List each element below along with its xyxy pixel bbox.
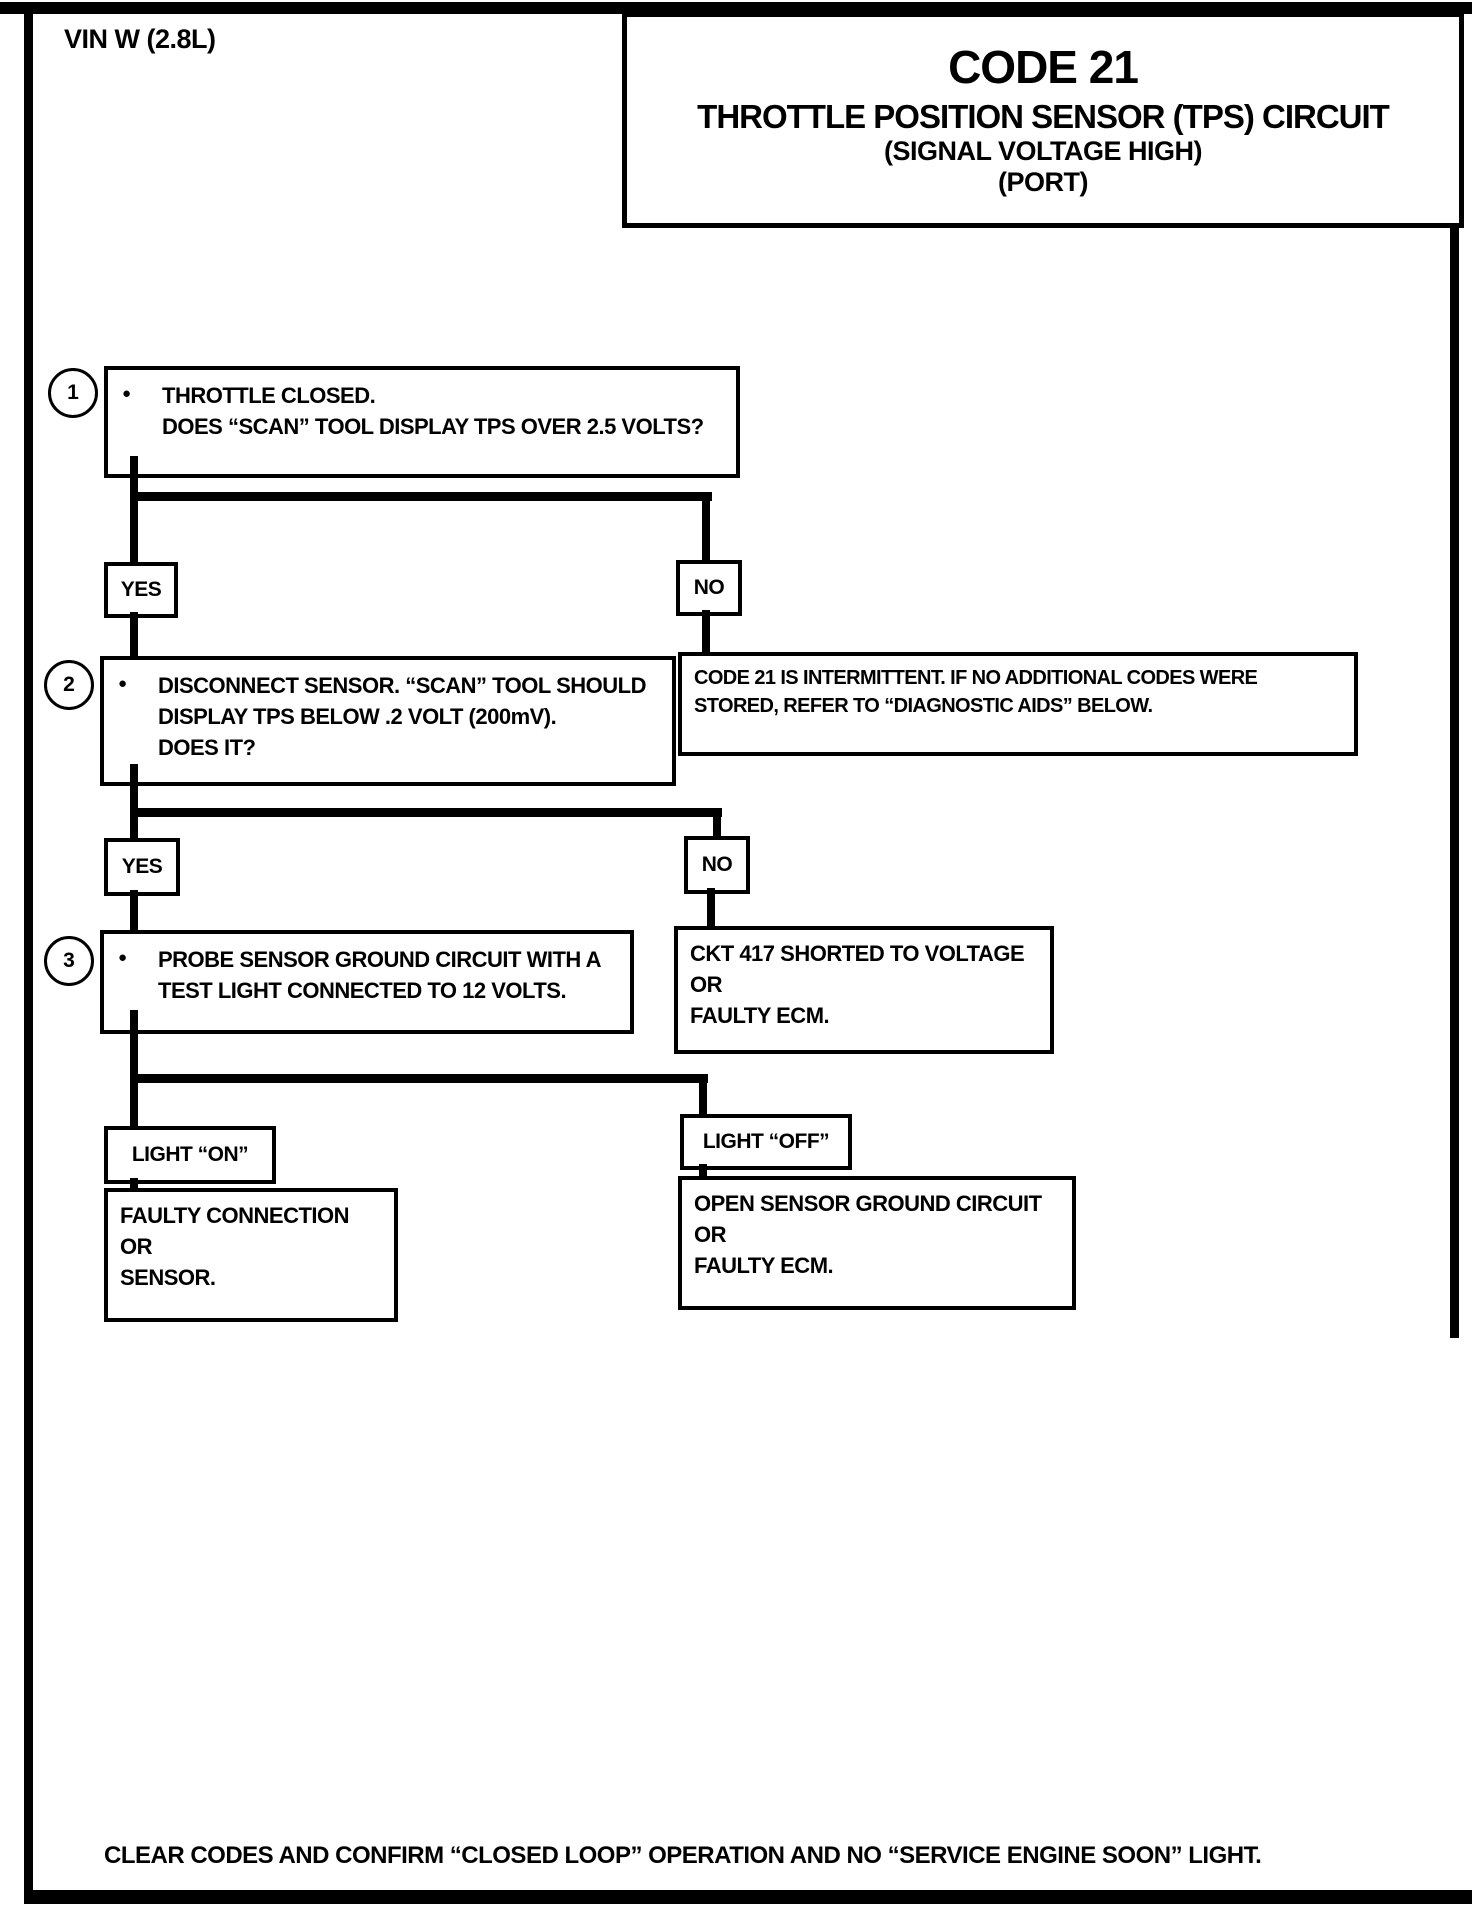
- faulty-connection-result-box: FAULTY CONNECTION OR SENSOR.: [104, 1188, 398, 1322]
- branch2-yes-box: YES: [104, 838, 180, 896]
- page-border-right: [1450, 2, 1459, 1338]
- connector-branch1-no-drop: [702, 492, 710, 562]
- connector-step1-stub: [130, 456, 138, 496]
- intermittent-text: CODE 21 IS INTERMITTENT. IF NO ADDITIONA…: [694, 664, 1348, 721]
- branch1-yes-label: YES: [120, 578, 162, 602]
- connector-step2-stub: [130, 764, 138, 812]
- faulty-connection-text: FAULTY CONNECTION OR SENSOR.: [120, 1200, 388, 1294]
- branch2-no-label: NO: [701, 853, 733, 877]
- ckt417-text: CKT 417 SHORTED TO VOLTAGE OR FAULTY ECM…: [690, 938, 1044, 1032]
- step-3-line-2: TEST LIGHT CONNECTED TO 12 VOLTS.: [158, 978, 567, 1004]
- connector-lightoff-to-result: [699, 1164, 707, 1178]
- step-3-text: PROBE SENSOR GROUND CIRCUIT WITH A TEST …: [158, 944, 601, 1022]
- title-box: CODE 21 THROTTLE POSITION SENSOR (TPS) C…: [622, 12, 1464, 228]
- step-2-line-1: DISCONNECT SENSOR. “SCAN” TOOL SHOULD: [158, 673, 646, 698]
- light-on-label: LIGHT “ON”: [131, 1143, 249, 1167]
- ckt417-line-1: CKT 417 SHORTED TO VOLTAGE: [690, 941, 1025, 966]
- intermittent-line-1: CODE 21 IS INTERMITTENT. IF NO ADDITIONA…: [694, 667, 1258, 689]
- connector-yes1-to-step2: [130, 612, 138, 658]
- ckt417-line-2: OR: [690, 972, 723, 998]
- step-2-line-3: DOES IT?: [158, 735, 256, 761]
- branch2-no-box: NO: [684, 836, 750, 894]
- ckt417-result-box: CKT 417 SHORTED TO VOLTAGE OR FAULTY ECM…: [674, 926, 1054, 1054]
- open-ground-line-2: OR: [694, 1222, 727, 1248]
- connector-branch3-off-drop: [699, 1074, 707, 1116]
- open-ground-line-3: FAULTY ECM.: [694, 1253, 834, 1279]
- connector-branch3-on-drop: [130, 1074, 138, 1128]
- connector-branch1-horizontal: [130, 492, 712, 501]
- step-2-number: 2: [63, 673, 75, 696]
- step-2-line-2: DISPLAY TPS BELOW .2 VOLT (200mV).: [158, 704, 557, 730]
- circuit-subtitle: THROTTLE POSITION SENSOR (TPS) CIRCUIT: [697, 98, 1390, 136]
- light-off-label: LIGHT “OFF”: [702, 1130, 830, 1154]
- intermittent-result-box: CODE 21 IS INTERMITTENT. IF NO ADDITIONA…: [678, 652, 1358, 756]
- step-3-number: 3: [63, 949, 75, 972]
- connector-branch2-yes-drop: [130, 808, 138, 840]
- connector-branch3-horizontal: [130, 1074, 708, 1083]
- intermittent-line-2: STORED, REFER TO “DIAGNOSTIC AIDS” BELOW…: [694, 695, 1153, 718]
- faulty-connection-line-1: FAULTY CONNECTION: [120, 1203, 350, 1228]
- bullet-icon: ●: [118, 675, 127, 692]
- step-1-line-2: DOES “SCAN” TOOL DISPLAY TPS OVER 2.5 VO…: [162, 414, 704, 440]
- page-border-bottom: [24, 1890, 1472, 1904]
- bullet-icon: ●: [122, 385, 131, 402]
- light-on-box: LIGHT “ON”: [104, 1126, 276, 1184]
- branch1-no-label: NO: [693, 576, 725, 600]
- signal-detail: (SIGNAL VOLTAGE HIGH): [884, 136, 1203, 167]
- step-1-line-1: THROTTLE CLOSED.: [162, 383, 376, 408]
- step-3-line-1: PROBE SENSOR GROUND CIRCUIT WITH A: [158, 947, 601, 972]
- branch1-no-box: NO: [676, 560, 742, 616]
- step-2-badge: 2: [44, 660, 94, 710]
- faulty-connection-line-3: SENSOR.: [120, 1265, 216, 1291]
- page-border-top: [0, 2, 1472, 14]
- step-3-box: ● PROBE SENSOR GROUND CIRCUIT WITH A TES…: [100, 930, 634, 1034]
- connector-branch2-no-drop: [713, 808, 721, 838]
- step-1-text: THROTTLE CLOSED. DOES “SCAN” TOOL DISPLA…: [162, 380, 704, 466]
- step-2-box: ● DISCONNECT SENSOR. “SCAN” TOOL SHOULD …: [100, 656, 676, 786]
- step-3-badge: 3: [44, 936, 94, 986]
- open-ground-result-box: OPEN SENSOR GROUND CIRCUIT OR FAULTY ECM…: [678, 1176, 1076, 1310]
- connector-step3-stub: [130, 1010, 138, 1078]
- connector-no1-to-intermittent: [702, 610, 710, 654]
- light-off-box: LIGHT “OFF”: [680, 1114, 852, 1170]
- bullet-icon: ●: [118, 949, 127, 966]
- step-2-text: DISCONNECT SENSOR. “SCAN” TOOL SHOULD DI…: [158, 670, 646, 774]
- vin-label: VIN W (2.8L): [64, 24, 216, 54]
- step-1-number: 1: [67, 381, 79, 404]
- open-ground-text: OPEN SENSOR GROUND CIRCUIT OR FAULTY ECM…: [694, 1188, 1066, 1282]
- port-detail: (PORT): [998, 167, 1088, 198]
- connector-branch2-horizontal: [130, 808, 722, 817]
- step-1-badge: 1: [48, 368, 98, 418]
- ckt417-line-3: FAULTY ECM.: [690, 1003, 830, 1029]
- footer-note: CLEAR CODES AND CONFIRM “CLOSED LOOP” OP…: [104, 1842, 1262, 1869]
- open-ground-line-1: OPEN SENSOR GROUND CIRCUIT: [694, 1191, 1042, 1216]
- step-1-box: ● THROTTLE CLOSED. DOES “SCAN” TOOL DISP…: [104, 366, 740, 478]
- branch2-yes-label: YES: [121, 855, 163, 879]
- branch1-yes-box: YES: [104, 562, 178, 618]
- connector-branch1-yes-drop: [130, 492, 138, 564]
- connector-no2-to-ckt: [707, 888, 715, 928]
- faulty-connection-line-2: OR: [120, 1234, 153, 1260]
- connector-lighton-to-result: [130, 1178, 138, 1190]
- connector-yes2-to-step3: [130, 890, 138, 932]
- page-border-left: [24, 2, 33, 1896]
- code-title: CODE 21: [948, 40, 1139, 93]
